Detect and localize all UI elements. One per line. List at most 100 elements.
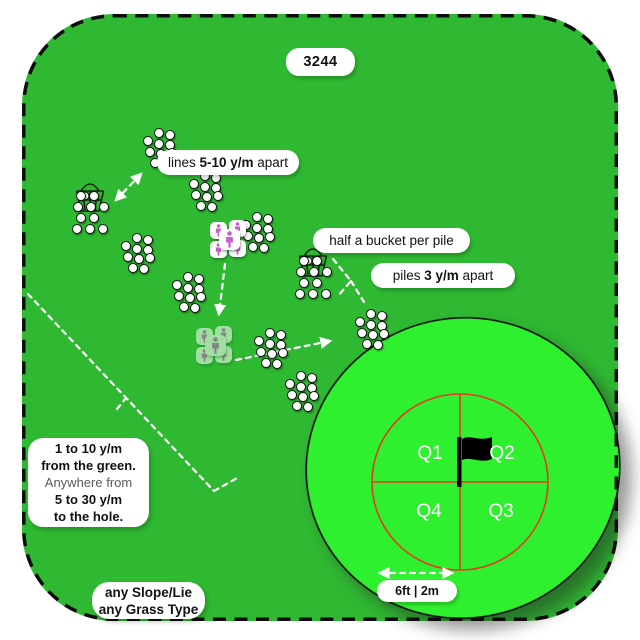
label-lines-apart: lines 5-10 y/m apart [157, 150, 299, 175]
golf-ball [185, 293, 195, 303]
golf-ball [321, 289, 331, 299]
golf-ball [296, 371, 306, 381]
golf-ball [154, 139, 164, 149]
golf-ball [134, 254, 144, 264]
golf-ball [287, 390, 297, 400]
golf-ball [207, 202, 217, 212]
golf-ball [366, 320, 376, 330]
golf-ball [265, 339, 275, 349]
golf-ball [307, 373, 317, 383]
golf-ball [73, 202, 83, 212]
golf-ball [265, 232, 275, 242]
golf-ball [121, 241, 131, 251]
golf-ball [285, 379, 295, 389]
practice-field [22, 14, 618, 621]
golf-ball [292, 401, 302, 411]
golf-ball [145, 253, 155, 263]
golf-ball [86, 202, 96, 212]
label-piles-apart: piles 3 y/m apart [371, 263, 515, 288]
golf-ball [183, 272, 193, 282]
golf-ball [89, 191, 99, 201]
golf-ball [272, 359, 282, 369]
conditions-box: any Slope/Lie any Grass Type [92, 582, 205, 619]
golf-ball [267, 349, 277, 359]
label-half-bucket: half a bucket per pile [313, 228, 470, 253]
golf-ball [123, 252, 133, 262]
player-tile [219, 229, 240, 250]
golf-ball [200, 182, 210, 192]
golf-ball [299, 278, 309, 288]
golf-ball [139, 264, 149, 274]
player-tile [205, 335, 226, 356]
golf-ball [263, 214, 273, 224]
golf-ball [172, 280, 182, 290]
player-group [196, 326, 236, 368]
distance-info-box: 1 to 10 y/m from the green. Anywhere fro… [28, 438, 149, 527]
golf-ball [366, 309, 376, 319]
golf-ball [183, 283, 193, 293]
golf-ball [377, 311, 387, 321]
golf-ball [265, 328, 275, 338]
golf-ball [99, 202, 109, 212]
drill-number-badge: 3244 [286, 48, 355, 76]
golf-ball [312, 256, 322, 266]
ball-basket [72, 179, 109, 234]
golf-ball [76, 191, 86, 201]
quadrant-label-q1: Q1 [417, 443, 443, 464]
golf-ball [362, 339, 372, 349]
golf-ball [278, 348, 288, 358]
person-icon [212, 337, 219, 354]
golf-ball [373, 340, 383, 350]
golf-ball [303, 402, 313, 412]
golf-ball [296, 267, 306, 277]
golf-ball [296, 382, 306, 392]
golf-ball [132, 244, 142, 254]
golf-ball [357, 328, 367, 338]
golf-ball [368, 330, 378, 340]
golf-ball [261, 358, 271, 368]
golf-ball [355, 317, 365, 327]
drill-number-text: 3244 [303, 54, 338, 70]
player-group [210, 220, 250, 262]
golf-ball [248, 242, 258, 252]
golf-ball [165, 130, 175, 140]
golf-ball [72, 224, 82, 234]
golf-ball [179, 302, 189, 312]
golf-ball [196, 292, 206, 302]
golf-ball [154, 128, 164, 138]
golf-ball [312, 278, 322, 288]
golf-ball [213, 191, 223, 201]
golf-ball [276, 330, 286, 340]
golf-ball [132, 233, 142, 243]
quadrant-label-q3: Q3 [488, 501, 514, 522]
golf-ball [252, 212, 262, 222]
golf-ball [98, 224, 108, 234]
golf-ball [196, 201, 206, 211]
golf-ball [308, 289, 318, 299]
golf-ball [299, 256, 309, 266]
golf-ball [189, 179, 199, 189]
golf-ball [174, 291, 184, 301]
golf-ball [254, 233, 264, 243]
quadrant-label-q2: Q2 [489, 443, 515, 464]
golf-ball [322, 267, 332, 277]
golf-ball [298, 392, 308, 402]
golf-ball [85, 224, 95, 234]
golf-ball [254, 336, 264, 346]
golf-ball [194, 274, 204, 284]
golf-ball [379, 329, 389, 339]
golf-ball [252, 223, 262, 233]
quadrant-label-q4: Q4 [416, 501, 442, 522]
golf-ball [143, 136, 153, 146]
golf-ball [256, 347, 266, 357]
person-icon [226, 231, 233, 248]
golf-ball [202, 192, 212, 202]
golf-ball [191, 190, 201, 200]
ball-basket [295, 244, 332, 299]
golf-ball [76, 213, 86, 223]
golf-ball [190, 303, 200, 313]
golf-ball [309, 391, 319, 401]
golf-ball [295, 289, 305, 299]
label-green-measure: 6ft | 2m [377, 580, 457, 602]
